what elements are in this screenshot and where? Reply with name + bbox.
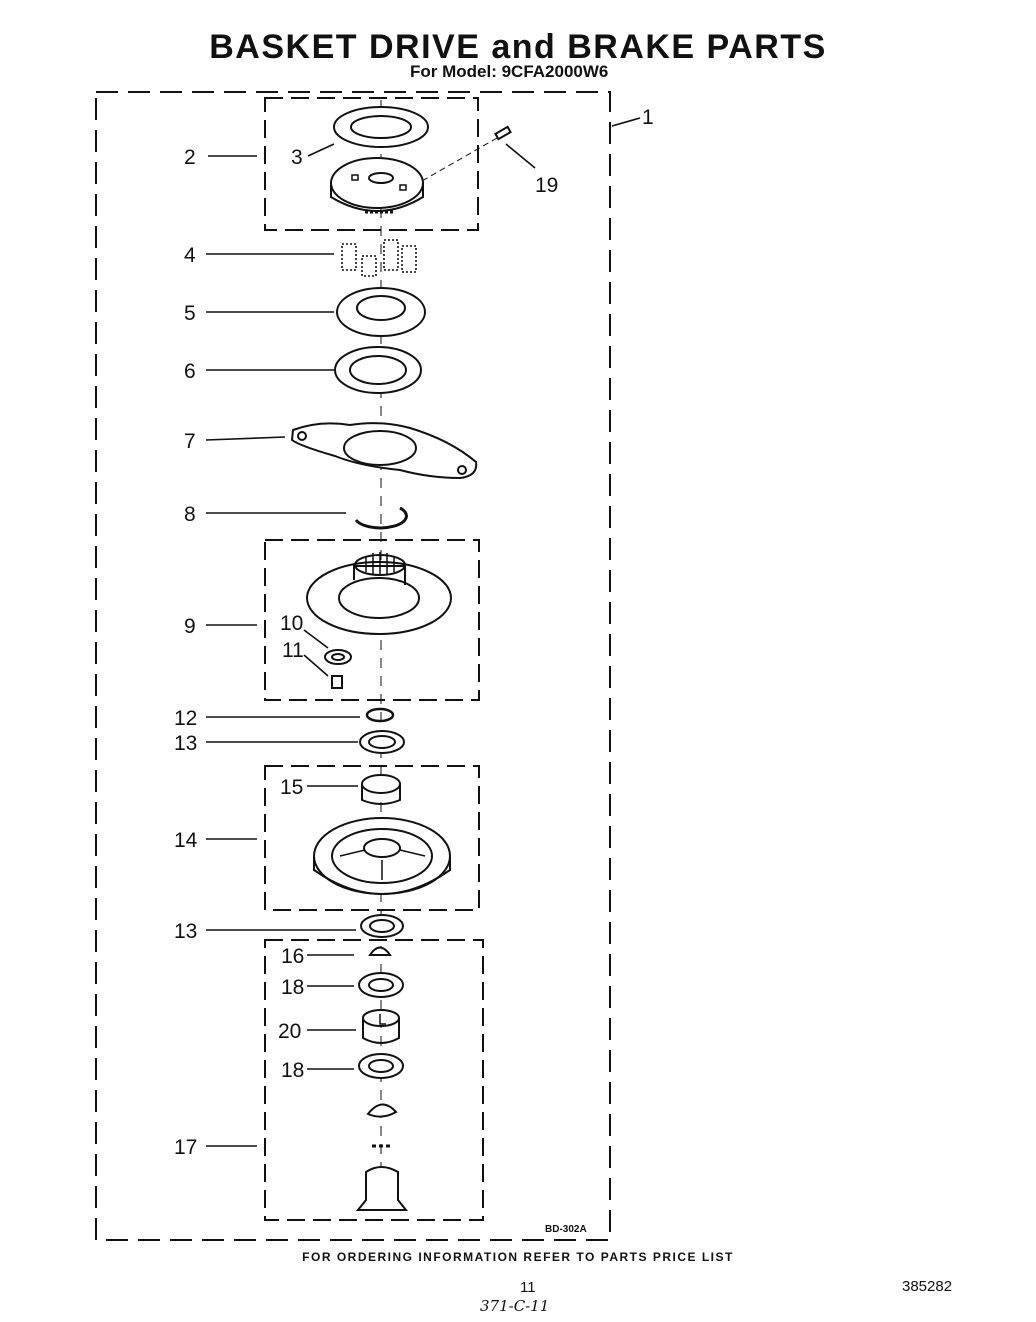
callout-6: 6 xyxy=(184,360,196,383)
callout-16: 16 xyxy=(281,945,304,968)
subassembly-box-14 xyxy=(264,765,480,911)
callout-labels: 1 2 3 4 5 6 7 8 9 10 11 12 13 14 15 13 1… xyxy=(174,106,654,1159)
part-8-retaining-ring xyxy=(354,506,408,530)
part-3-washer xyxy=(333,106,429,148)
callout-5: 5 xyxy=(184,302,196,325)
callout-14: 14 xyxy=(174,829,198,852)
part-13-bearing-upper xyxy=(359,730,405,754)
callout-7: 7 xyxy=(184,430,196,453)
callout-1: 1 xyxy=(642,106,654,129)
part-11-fitting xyxy=(331,675,343,689)
part-10-seal xyxy=(324,649,352,665)
part-12-ring xyxy=(365,707,395,723)
callout-13-lower: 13 xyxy=(174,920,197,943)
ordering-note: FOR ORDERING INFORMATION REFER TO PARTS … xyxy=(302,1250,734,1264)
part-19-pin xyxy=(421,125,512,182)
figure-reference: BD-302A xyxy=(545,1224,587,1235)
callout-2: 2 xyxy=(184,146,196,169)
subassembly-box-2 xyxy=(264,97,479,231)
callout-13-upper: 13 xyxy=(174,732,197,755)
part-9-drive-hub xyxy=(306,552,452,635)
page-title: BASKET DRIVE and BRAKE PARTS xyxy=(209,28,827,66)
part-18-bearing-upper xyxy=(358,972,404,998)
part-15-bushing xyxy=(361,774,401,805)
model-subtitle: For Model: 9CFA2000W6 xyxy=(410,62,609,81)
assembly-outline xyxy=(95,91,611,1241)
callout-17: 17 xyxy=(174,1136,197,1159)
handwritten-note: 371-C-11 xyxy=(480,1297,550,1315)
callout-4: 4 xyxy=(184,244,196,267)
callout-19: 19 xyxy=(535,174,558,197)
part-14-pulley xyxy=(313,817,451,895)
part-4-springs xyxy=(341,239,417,277)
part-13-bearing-lower xyxy=(360,914,404,938)
part-7-bracket xyxy=(290,422,478,480)
part-2-hub xyxy=(330,157,424,214)
callout-11: 11 xyxy=(282,639,304,662)
part-16-cap xyxy=(368,946,392,956)
part-18-bearing-lower xyxy=(358,1053,404,1079)
callout-9: 9 xyxy=(184,615,196,638)
subassembly-box-17 xyxy=(264,939,484,1221)
subassembly-box-9 xyxy=(264,539,480,701)
callout-18-lower: 18 xyxy=(281,1059,304,1082)
callout-3: 3 xyxy=(291,146,303,169)
callout-12: 12 xyxy=(174,707,197,730)
part-6-ring xyxy=(334,346,422,394)
document-number: 385282 xyxy=(902,1278,953,1295)
callout-10: 10 xyxy=(280,612,303,635)
leader-lines xyxy=(205,117,641,1147)
part-5-plate xyxy=(336,287,426,337)
callout-15: 15 xyxy=(280,776,303,799)
callout-18-upper: 18 xyxy=(281,976,304,999)
callout-8: 8 xyxy=(184,503,196,526)
callout-20: 20 xyxy=(278,1020,301,1043)
part-20-sleeve xyxy=(362,1009,400,1044)
part-17-shaft xyxy=(355,1103,409,1211)
page-number: 11 xyxy=(520,1279,536,1296)
